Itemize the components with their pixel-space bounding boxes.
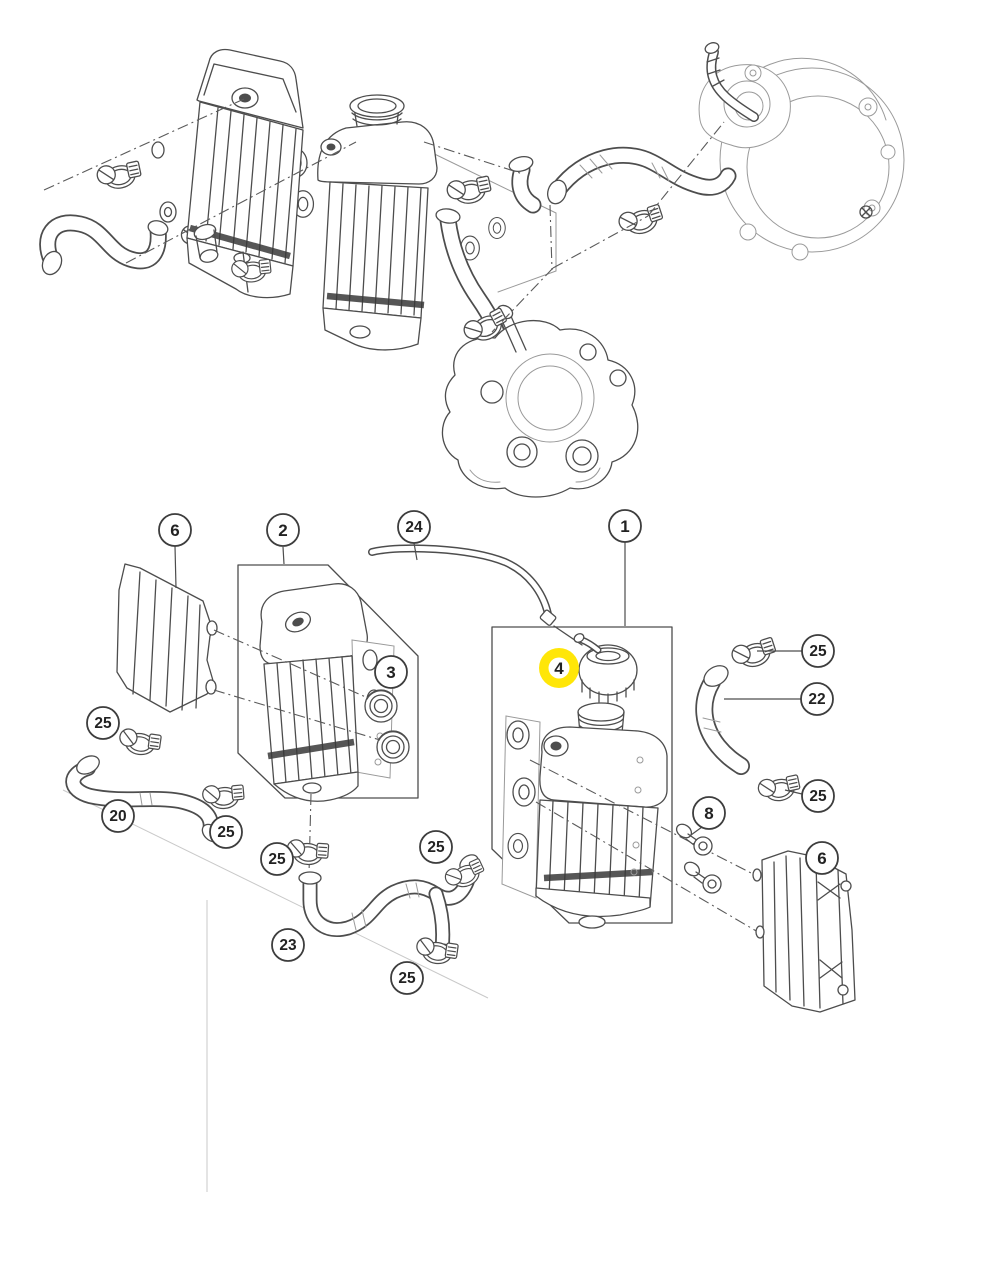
water-pump-cover (698, 42, 905, 261)
callout-number: 25 (809, 788, 827, 805)
vent-hose-24 (368, 544, 583, 646)
center-line (529, 759, 756, 876)
coolant-pipe (704, 42, 759, 122)
assembly-center-lines (43, 98, 725, 333)
radiator-guard-left (116, 563, 218, 713)
callout-circle (419, 830, 453, 864)
drain-plug (193, 223, 219, 263)
group-box-2 (237, 564, 419, 799)
callout-leader-line (784, 789, 803, 795)
hose-clamp (729, 634, 780, 673)
callout-number: 4 (554, 659, 564, 678)
callout-circle (800, 682, 834, 716)
hose-22 (695, 665, 750, 775)
callout-leader-line (174, 545, 177, 589)
grommet (376, 730, 410, 764)
callout-25[interactable]: 25 (801, 779, 835, 813)
callout-circle (390, 961, 424, 995)
callout-number: 25 (398, 970, 416, 987)
callout-25[interactable]: 25 (801, 634, 835, 668)
callout-number: 25 (94, 715, 112, 732)
callout-number: 20 (109, 808, 126, 825)
bolt-8 (683, 861, 707, 884)
callout-6[interactable]: 6 (158, 513, 192, 547)
center-line (535, 801, 759, 933)
hose-23 (298, 854, 479, 957)
callout-circle (608, 509, 642, 543)
center-line (213, 629, 369, 699)
callout-circle (86, 706, 120, 740)
callout-25[interactable]: 25 (390, 961, 424, 995)
callout-leader-line (282, 546, 285, 565)
callout-circle (271, 928, 305, 962)
callout-circle (397, 510, 431, 544)
callout-23[interactable]: 23 (271, 928, 305, 962)
radiator-1 (501, 633, 668, 929)
callout-4-highlighted[interactable]: 4 (539, 648, 579, 688)
callout-6[interactable]: 6 (805, 841, 839, 875)
callout-20[interactable]: 20 (101, 799, 135, 833)
left-radiator (151, 48, 304, 299)
right-radiator (317, 94, 438, 351)
callout-22[interactable]: 22 (800, 682, 834, 716)
callout-circle (374, 655, 408, 689)
callout-circle (801, 779, 835, 813)
callout-circle (209, 815, 243, 849)
callout-1[interactable]: 1 (608, 509, 642, 543)
hose-clamp (756, 772, 803, 806)
washer (693, 836, 713, 856)
callout-layer: 6 2 24 1 3 25 4 25 22 25 8 6 20 25 25 23 25 25 (86, 509, 839, 995)
callout-leader-line (413, 542, 418, 561)
construction-line (62, 789, 489, 999)
hose-clamp (616, 201, 667, 240)
callout-25[interactable]: 25 (260, 842, 294, 876)
callout-25[interactable]: 25 (86, 706, 120, 740)
callout-number: 2 (278, 521, 287, 540)
bolt-8 (675, 823, 699, 846)
callout-circle (158, 513, 192, 547)
callout-circle (805, 841, 839, 875)
washer (702, 874, 722, 894)
exploded-view (62, 544, 856, 1192)
hose-clamp (94, 158, 144, 193)
highlight-center (548, 657, 570, 679)
callout-number: 25 (217, 824, 235, 841)
callout-number: 1 (620, 517, 629, 536)
callout-circle (266, 513, 300, 547)
center-elbow-hose (508, 155, 542, 214)
callout-24[interactable]: 24 (397, 510, 431, 544)
callout-circle (101, 799, 135, 833)
callout-25[interactable]: 25 (209, 815, 243, 849)
left-radiator-hose (39, 214, 169, 276)
callout-number: 25 (427, 839, 445, 856)
callout-number: 6 (817, 849, 826, 868)
callout-number: 8 (704, 804, 713, 823)
callout-number: 6 (170, 521, 179, 540)
center-line (213, 689, 381, 741)
callout-circle (801, 634, 835, 668)
callout-3[interactable]: 3 (374, 655, 408, 689)
callout-number: 22 (808, 691, 825, 708)
hose-clamp (444, 173, 494, 208)
callout-circle (692, 796, 726, 830)
group-box-1 (491, 626, 673, 924)
callout-number: 3 (386, 663, 395, 682)
callout-number: 23 (279, 937, 297, 954)
callout-number: 25 (809, 643, 827, 660)
pump-hose (547, 146, 737, 205)
radiator-cap-4 (573, 633, 638, 704)
callout-number: 25 (268, 851, 286, 868)
radiator-guard-right (752, 850, 856, 1013)
callout-8[interactable]: 8 (692, 796, 726, 830)
grommet (364, 689, 398, 723)
callout-25[interactable]: 25 (419, 830, 453, 864)
callout-circle (260, 842, 294, 876)
hose-clamp (117, 727, 163, 758)
callout-2[interactable]: 2 (266, 513, 300, 547)
callout-leader-line (690, 826, 703, 836)
assembled-view (39, 42, 905, 498)
callout-number: 24 (405, 519, 423, 536)
